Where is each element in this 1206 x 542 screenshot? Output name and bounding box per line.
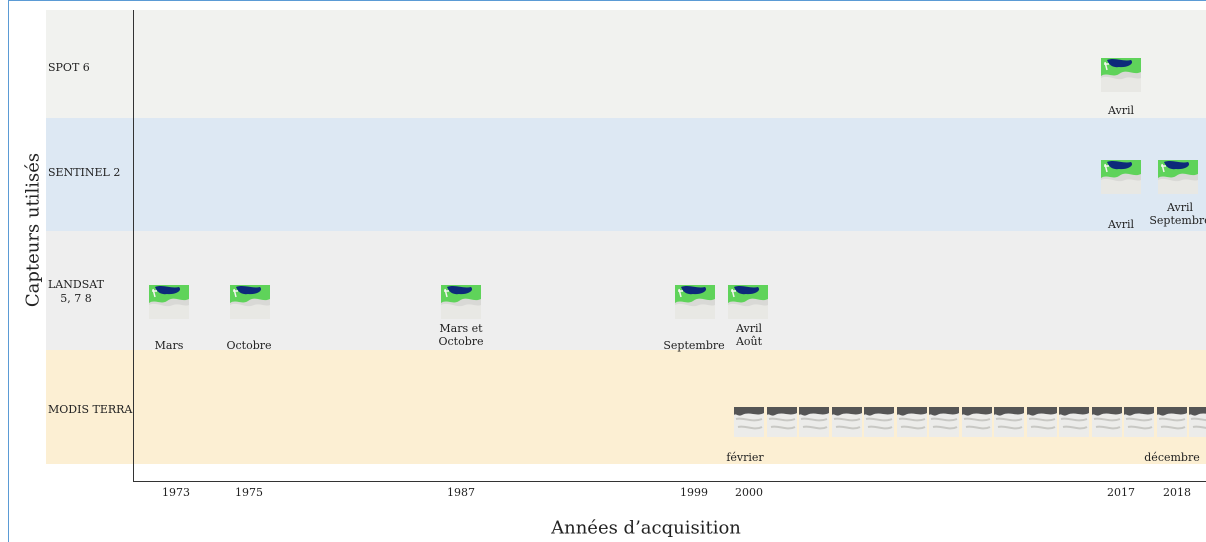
year-tick-2000: 2000: [735, 486, 763, 499]
acquisition-label-spot-2017: Avril: [1107, 104, 1135, 117]
year-tick-2018: 2018: [1163, 486, 1191, 499]
acquisition-label-landsat-1973: Mars: [154, 339, 184, 352]
x-axis-line: [133, 481, 1206, 482]
acquisition-label-sentinel-2018: Avril Septembre: [1149, 201, 1206, 227]
acquisition-label-landsat-1987: Mars et Octobre: [438, 322, 484, 348]
satellite-image-spot-2017: [1101, 58, 1141, 92]
satellite-image-landsat-2000: [728, 285, 768, 319]
modis-image: [734, 407, 764, 437]
modis-image: [766, 407, 797, 437]
modis-image: [1156, 407, 1187, 437]
modis-start-label: février: [726, 451, 764, 464]
year-tick-1999: 1999: [680, 486, 708, 499]
acquisition-label-landsat-1975: Octobre: [226, 339, 272, 352]
acquisition-label-landsat-2000: Avril Août: [735, 322, 763, 348]
modis-image: [1026, 407, 1057, 437]
satellite-image-landsat-1975: [230, 285, 270, 319]
band-landsat: [46, 231, 1206, 350]
band-sentinel2: [46, 118, 1206, 231]
sensor-label-modis: MODIS TERRA: [48, 403, 133, 416]
satellite-image-landsat-1999: [675, 285, 715, 319]
satellite-image-sentinel-2018: [1158, 160, 1198, 194]
band-spot6: [46, 10, 1206, 118]
year-tick-1973: 1973: [162, 486, 190, 499]
satellite-image-sentinel-2017: [1101, 160, 1141, 194]
modis-image: [929, 407, 959, 437]
modis-image: [1124, 407, 1154, 437]
modis-end-label: décembre: [1144, 451, 1200, 464]
x-axis-title: Années d’acquisition: [551, 517, 741, 539]
modis-image: [1189, 407, 1206, 437]
satellite-image-landsat-1973: [149, 285, 189, 319]
year-tick-1987: 1987: [447, 486, 475, 499]
acquisition-label-sentinel-2017: Avril: [1107, 218, 1135, 231]
modis-image: [799, 407, 829, 437]
modis-image: [831, 407, 862, 437]
modis-image: [896, 407, 927, 437]
year-tick-2017: 2017: [1107, 486, 1135, 499]
y-axis-line: [133, 10, 134, 481]
modis-image: [1059, 407, 1089, 437]
modis-image: [961, 407, 992, 437]
y-axis-title: Capteurs utilisés: [22, 152, 44, 308]
modis-image: [994, 407, 1024, 437]
modis-image: [864, 407, 894, 437]
sensor-label-landsat: LANDSAT 5, 7 8: [48, 278, 104, 305]
acquisition-label-landsat-1999: Septembre: [663, 339, 725, 352]
satellite-image-landsat-1987: [441, 285, 481, 319]
modis-image: [1091, 407, 1122, 437]
sensor-label-sentinel2: SENTINEL 2: [48, 166, 121, 179]
sensor-label-spot6: SPOT 6: [48, 61, 90, 74]
year-tick-1975: 1975: [235, 486, 263, 499]
figure-frame: [8, 0, 1206, 542]
